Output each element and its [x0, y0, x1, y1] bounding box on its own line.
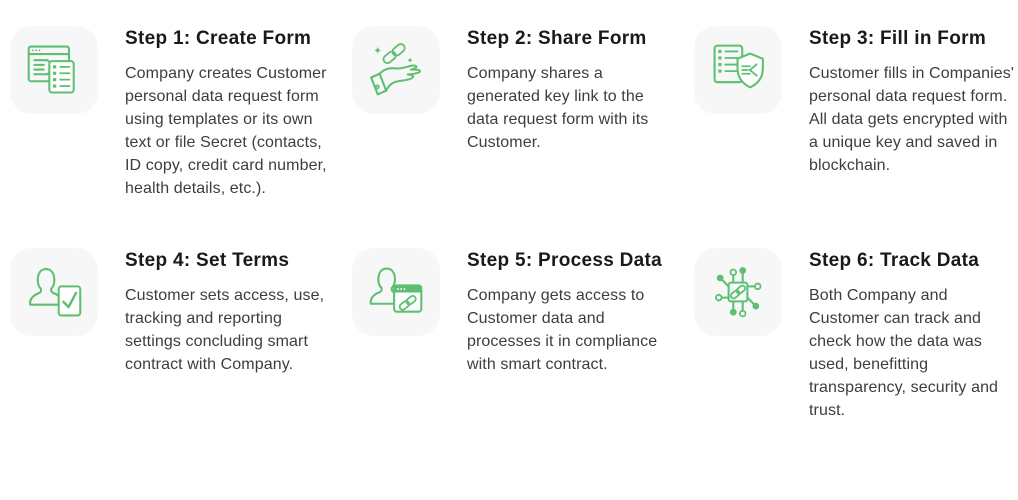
step-card-5: Step 5: Process Data Company gets access…: [352, 248, 694, 422]
network-chip-link-icon: [715, 267, 762, 318]
form-template-icon: [27, 45, 75, 94]
process-steps-section: Step 1: Create Form Company creates Cust…: [10, 26, 1018, 422]
step3-icon-tile: [694, 26, 782, 114]
step-description: Company gets access to Customer data and…: [467, 287, 658, 373]
checklist-shield-icon: [713, 44, 764, 89]
person-check-icon: [29, 268, 82, 317]
step-title: Step 4: Set Terms: [125, 250, 290, 271]
step-description: Company shares a generated key link to t…: [467, 65, 649, 151]
step6-icon-tile: [694, 248, 782, 336]
step-description: Customer fills in Companies' personal da…: [809, 65, 1015, 174]
step-title: Step 1: Create Form: [125, 28, 312, 49]
step-card-6: Step 6: Track Data Both Company and Cust…: [694, 248, 1018, 422]
step-description: Customer sets access, use, tracking and …: [125, 287, 325, 373]
step-card-4: Step 4: Set Terms Customer sets access, …: [10, 248, 352, 422]
step4-icon-tile: [10, 248, 98, 336]
step-title: Step 5: Process Data: [467, 250, 663, 271]
step-card-1: Step 1: Create Form Company creates Cust…: [10, 26, 352, 200]
step-title: Step 2: Share Form: [467, 28, 647, 49]
person-browser-link-icon: [369, 267, 423, 313]
step-description: Company creates Customer personal data r…: [125, 65, 327, 197]
hand-share-link-icon: [370, 43, 422, 96]
step5-icon-tile: [352, 248, 440, 336]
step-description: Both Company and Customer can track and …: [809, 287, 999, 419]
step-card-2: Step 2: Share Form Company shares a gene…: [352, 26, 694, 200]
step-card-3: Step 3: Fill in Form Customer fills in C…: [694, 26, 1018, 200]
step-title: Step 6: Track Data: [809, 250, 980, 271]
step2-icon-tile: [352, 26, 440, 114]
step1-icon-tile: [10, 26, 98, 114]
step-title: Step 3: Fill in Form: [809, 28, 987, 49]
